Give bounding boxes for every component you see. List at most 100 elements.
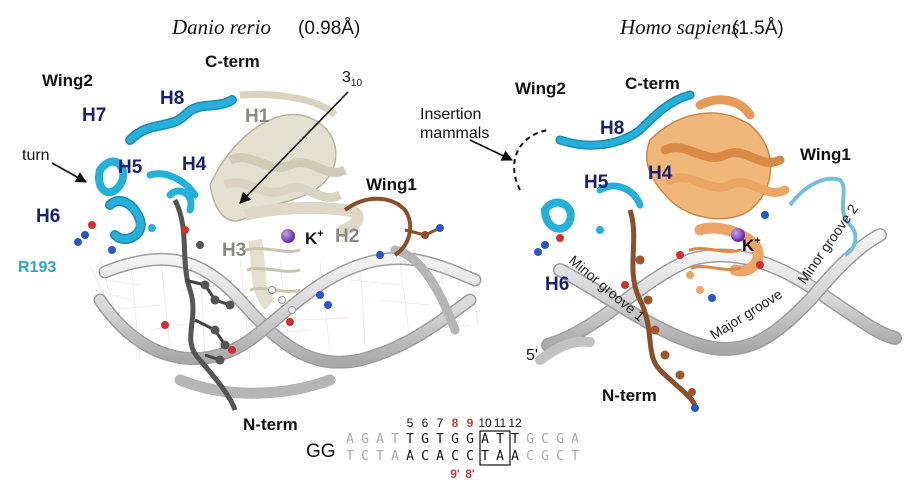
sequence-highlight-box — [479, 430, 511, 466]
left-n-term-chain — [161, 198, 238, 411]
seq-top-flank-base: A — [571, 432, 579, 447]
right-label-h8: H8 — [600, 118, 624, 139]
left-cyan-domain — [74, 95, 237, 254]
seq-position-number: 5 — [407, 416, 414, 430]
seq-bottom-flank-base: A — [391, 449, 399, 464]
right-insertion-loop — [513, 129, 549, 191]
right-dna-ribbons — [535, 228, 902, 365]
left-label-r193: R193 — [18, 259, 56, 276]
seq-position-number: 11 — [494, 416, 507, 430]
k-ion-base: K — [305, 229, 318, 248]
left-label-three-ten: 310 — [342, 69, 362, 89]
left-label-k-ion: K+ — [305, 228, 324, 248]
seq-position-number: 10 — [478, 416, 492, 430]
seq-position-number: 9 — [467, 416, 474, 430]
seq-top-flank-base: C — [541, 432, 549, 447]
seq-complement-number: 8' — [465, 467, 475, 481]
seq-bottom-core-base: A — [436, 449, 444, 464]
three-ten-base: 3 — [342, 69, 351, 86]
left-label-h2: H2 — [335, 226, 359, 247]
k-ion-sup: + — [317, 228, 323, 240]
right-label-five-prime: 5' — [526, 347, 538, 364]
seq-top-core-base: A — [481, 432, 489, 447]
right-resolution: (1.5Å) — [732, 18, 784, 39]
seq-top-core-base: G — [451, 432, 459, 447]
left-turn-arrow — [51, 162, 87, 183]
seq-bottom-core-base: A — [511, 449, 519, 464]
seq-top-core-base: T — [511, 432, 519, 447]
seq-bottom-flank-base: C — [556, 449, 564, 464]
left-label-n-term: N-term — [243, 415, 298, 434]
seq-top-core-base: T — [406, 432, 414, 447]
left-species-title: Danio rerio — [171, 15, 271, 39]
three-ten-sub: 10 — [351, 78, 363, 89]
right-label-h6: H6 — [545, 274, 569, 295]
right-label-k-ion: K+ — [742, 235, 761, 255]
seq-bottom-core-base: A — [406, 449, 414, 464]
seq-top-core-base: T — [496, 432, 504, 447]
right-label-insertion-2: mammals — [420, 125, 489, 142]
right-species-title: Homo sapiens — [619, 15, 740, 39]
right-panel: Homo sapiens (1.5Å) Wing2 C-term Inserti… — [420, 15, 902, 412]
left-three-ten-arrow — [239, 91, 349, 204]
seq-bottom-core-base: C — [466, 449, 474, 464]
seq-top-core-base: G — [421, 432, 429, 447]
left-resolution: (0.98Å) — [298, 18, 360, 39]
left-label-h1: H1 — [245, 106, 270, 127]
seq-position-number: 12 — [508, 416, 522, 430]
seq-position-number: 8 — [452, 416, 459, 430]
seq-top-flank-base: A — [376, 432, 384, 447]
left-label-h7: H7 — [82, 105, 106, 126]
seq-bottom-flank-base: C — [361, 449, 369, 464]
seq-top-flank-base: A — [346, 432, 354, 447]
right-label-h4: H4 — [648, 163, 673, 184]
seq-bottom-core-base: A — [496, 449, 504, 464]
seq-bottom-core-base: C — [421, 449, 429, 464]
left-dna-ribbons — [93, 245, 482, 399]
right-orange-domain — [646, 95, 790, 302]
left-label-h4: H4 — [182, 154, 207, 175]
left-label-h5: H5 — [118, 157, 143, 178]
right-label-insertion-1: Insertion — [420, 106, 481, 123]
seq-top-flank-base: G — [526, 432, 534, 447]
seq-complement-number: 9' — [450, 467, 460, 481]
seq-top-flank-base: G — [361, 432, 369, 447]
seq-bottom-flank-base: T — [376, 449, 384, 464]
left-label-turn: turn — [22, 147, 50, 164]
right-label-c-term: C-term — [625, 74, 680, 93]
right-label-wing1: Wing1 — [800, 145, 851, 164]
seq-bottom-flank-base: C — [526, 449, 534, 464]
left-label-h3: H3 — [222, 240, 246, 261]
left-label-c-term: C-term — [205, 52, 260, 71]
seq-top-core-base: G — [466, 432, 474, 447]
seq-top-flank-base: G — [556, 432, 564, 447]
left-label-h6: H6 — [36, 206, 60, 227]
right-label-wing2: Wing2 — [515, 79, 566, 98]
right-k-ion-base: K — [742, 236, 755, 255]
left-panel: Danio rerio (0.98Å) C-term 310 Wing2 H8 … — [18, 15, 482, 434]
seq-bottom-flank-base: T — [571, 449, 579, 464]
right-k-ion-sup: + — [754, 235, 760, 247]
seq-top-core-base: T — [436, 432, 444, 447]
right-n-term-chain — [621, 209, 699, 412]
seq-top-flank-base: T — [391, 432, 399, 447]
seq-position-number: 6 — [422, 416, 429, 430]
seq-bottom-core-base: T — [481, 449, 489, 464]
sequence-prefix: GG — [306, 441, 336, 462]
right-cyan-domain — [534, 90, 695, 256]
right-potassium-ion — [731, 228, 745, 242]
left-potassium-ion — [281, 229, 295, 243]
right-label-h5: H5 — [584, 172, 609, 193]
right-label-n-term: N-term — [602, 386, 657, 405]
right-wing1-loop — [788, 176, 858, 257]
left-brown-wing1 — [343, 196, 444, 259]
seq-position-number: 7 — [437, 416, 444, 430]
right-insertion-arrow — [469, 139, 514, 161]
seq-bottom-flank-base: T — [346, 449, 354, 464]
left-label-wing2: Wing2 — [42, 71, 93, 90]
left-label-h8: H8 — [160, 88, 184, 109]
seq-bottom-flank-base: G — [541, 449, 549, 464]
left-label-wing1: Wing1 — [366, 175, 417, 194]
